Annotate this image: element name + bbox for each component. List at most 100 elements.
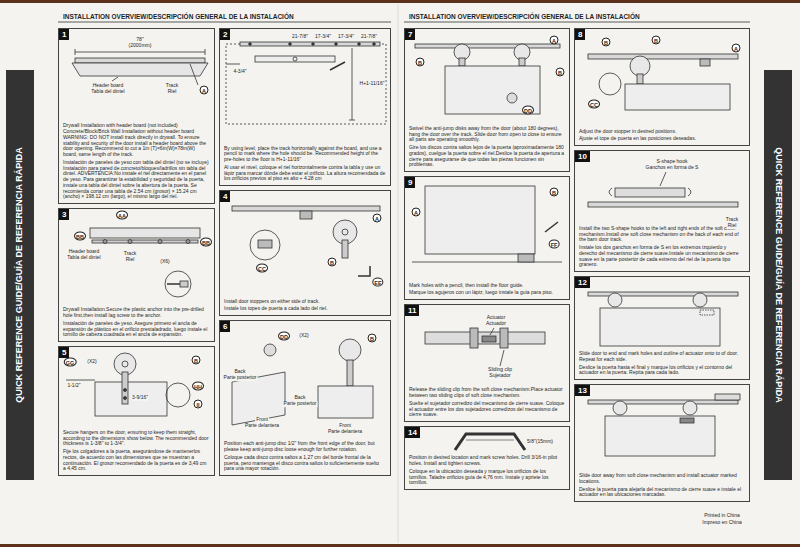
sliding-clip: [500, 328, 508, 348]
hanger-strap: [122, 372, 128, 404]
track: [588, 54, 738, 59]
part-label: H+1-11/16": [359, 81, 386, 87]
callout-letter: B: [550, 188, 559, 197]
door-handle: [455, 434, 525, 450]
spanish-text: Suelte el sujetador corredizo del mecani…: [409, 401, 565, 418]
header-board: [90, 228, 200, 238]
step-instructions: By using level, place the track horizont…: [224, 146, 386, 183]
english-text: Swivel the anti-jump disks away from the…: [409, 126, 565, 143]
door: [600, 308, 720, 346]
hanger-strap: [519, 58, 525, 66]
side-bar: [764, 70, 792, 480]
callout-letter: B: [328, 258, 337, 267]
step-number: 14: [405, 427, 420, 438]
part-label: Parte posterior: [223, 375, 258, 381]
pencil: [330, 62, 345, 70]
step-instructions: Adjust the door stopper in desired posit…: [579, 129, 745, 143]
spanish-text: Instale los topes de puerta a cada lado …: [224, 306, 386, 312]
bolt: [124, 397, 127, 400]
leader-line: [190, 64, 198, 85]
leader-line: [112, 77, 118, 81]
lag-screw: [103, 240, 107, 244]
english-text: By using level, place the track horizont…: [224, 146, 386, 163]
step-instructions: Swivel the anti-jump disks away from the…: [409, 126, 565, 168]
spanish-text: Instalación de paneles de yeso con tabla…: [63, 160, 210, 200]
hanger-strap: [347, 360, 353, 386]
callout-letter: B: [192, 356, 201, 365]
callout-letter: FF: [549, 240, 560, 249]
callout-letter: B: [416, 58, 425, 67]
floor-line: [412, 262, 562, 263]
callout-letter: DD: [278, 332, 290, 341]
header-rule: [58, 22, 391, 23]
step-instructions: Position in desired location and mark sc…: [409, 455, 565, 486]
dimension-line: [226, 64, 240, 65]
door: [625, 84, 730, 110]
anti-jump-disc: [264, 344, 276, 356]
wheel: [608, 293, 622, 307]
step-panel: 9Mark holes with a pencil, then install …: [404, 176, 570, 300]
part-label: 21-7/8": [291, 34, 309, 40]
wheel: [630, 56, 650, 76]
step-panel: 5Secure hangers on the door, ensuring to…: [58, 346, 215, 476]
wheel-hub: [122, 361, 128, 367]
spanish-text: Instale los dos ganchos en forma de S en…: [579, 245, 745, 268]
dimension-line: [466, 440, 514, 441]
part-label: Front: [338, 423, 352, 429]
step-panel: 8Adjust the door stopper in desired posi…: [574, 28, 750, 146]
part-label: Parte delantera: [244, 423, 280, 429]
wheel-hub: [342, 229, 348, 235]
spanish-text: Coloque en la ubicación deseada y marque…: [409, 469, 565, 486]
callout-letter: A: [200, 86, 209, 95]
pencil: [545, 222, 558, 232]
callout-letter: BB: [74, 232, 86, 241]
dimension-line: [352, 48, 353, 120]
callout-letter: B: [652, 36, 661, 45]
paper: [0, 3, 800, 544]
part-label: 78": [135, 37, 144, 43]
part-label: 5/8"(15mm): [526, 439, 554, 445]
part-label: Parte posterior: [283, 401, 318, 407]
s-hook: [688, 188, 691, 196]
step-panel: 14Position in desired location and mark …: [404, 426, 570, 490]
actuator: [482, 336, 496, 342]
hole: [358, 43, 361, 46]
spanish-text: Fije los colgadores a la puerta, asegurá…: [63, 449, 210, 472]
sliding-clip: [470, 328, 478, 348]
part-label: Back: [293, 395, 306, 401]
side-banner-text: QUICK REFERENCE GUIDE/GUÍA DE REFERENCIA…: [773, 146, 783, 403]
callout-letter: CC: [256, 264, 268, 273]
lag-screw: [158, 240, 162, 244]
spanish-text: Ajuste el tope de puerta en las posicion…: [579, 136, 745, 142]
step-number: 1: [59, 29, 69, 40]
track: [415, 44, 560, 48]
callout-letter: II: [194, 400, 203, 409]
actuator: [680, 418, 694, 423]
hole: [289, 43, 292, 46]
step-instructions: Slide door to end and mark holes and out…: [579, 351, 745, 376]
floor-guide: [518, 254, 534, 262]
lag-screw: [186, 240, 190, 244]
part-label: Back: [233, 369, 246, 375]
hole: [312, 43, 315, 46]
header-board: [72, 63, 208, 76]
step-instructions: Mark holes with a pencil, then install t…: [409, 283, 565, 297]
s-hook: [609, 188, 612, 196]
callout-letter: CC: [588, 100, 600, 109]
step-instructions: Install the two S-shape hooks to the lef…: [579, 226, 745, 268]
dimension-tick: [349, 120, 355, 121]
door: [425, 186, 535, 254]
door: [445, 66, 540, 114]
step-number: 7: [405, 29, 415, 40]
footer-note: Printed in China: [703, 513, 741, 519]
part-label: 17-3/4": [337, 34, 355, 40]
part-label: Riel: [125, 257, 136, 263]
part-label: (X6): [159, 259, 170, 265]
step-number: 2: [220, 29, 230, 40]
side-banner-text: QUICK REFERENCE GUIDE/GUÍA DE REFERENCIA…: [15, 146, 25, 403]
callout-letter: AA: [116, 211, 128, 220]
dimension-line: [75, 52, 205, 53]
part-label: (2000mm): [128, 43, 153, 49]
part-label: 4-3/4": [232, 69, 247, 75]
step-panel: 13Slide door away from soft close mechan…: [574, 384, 750, 502]
